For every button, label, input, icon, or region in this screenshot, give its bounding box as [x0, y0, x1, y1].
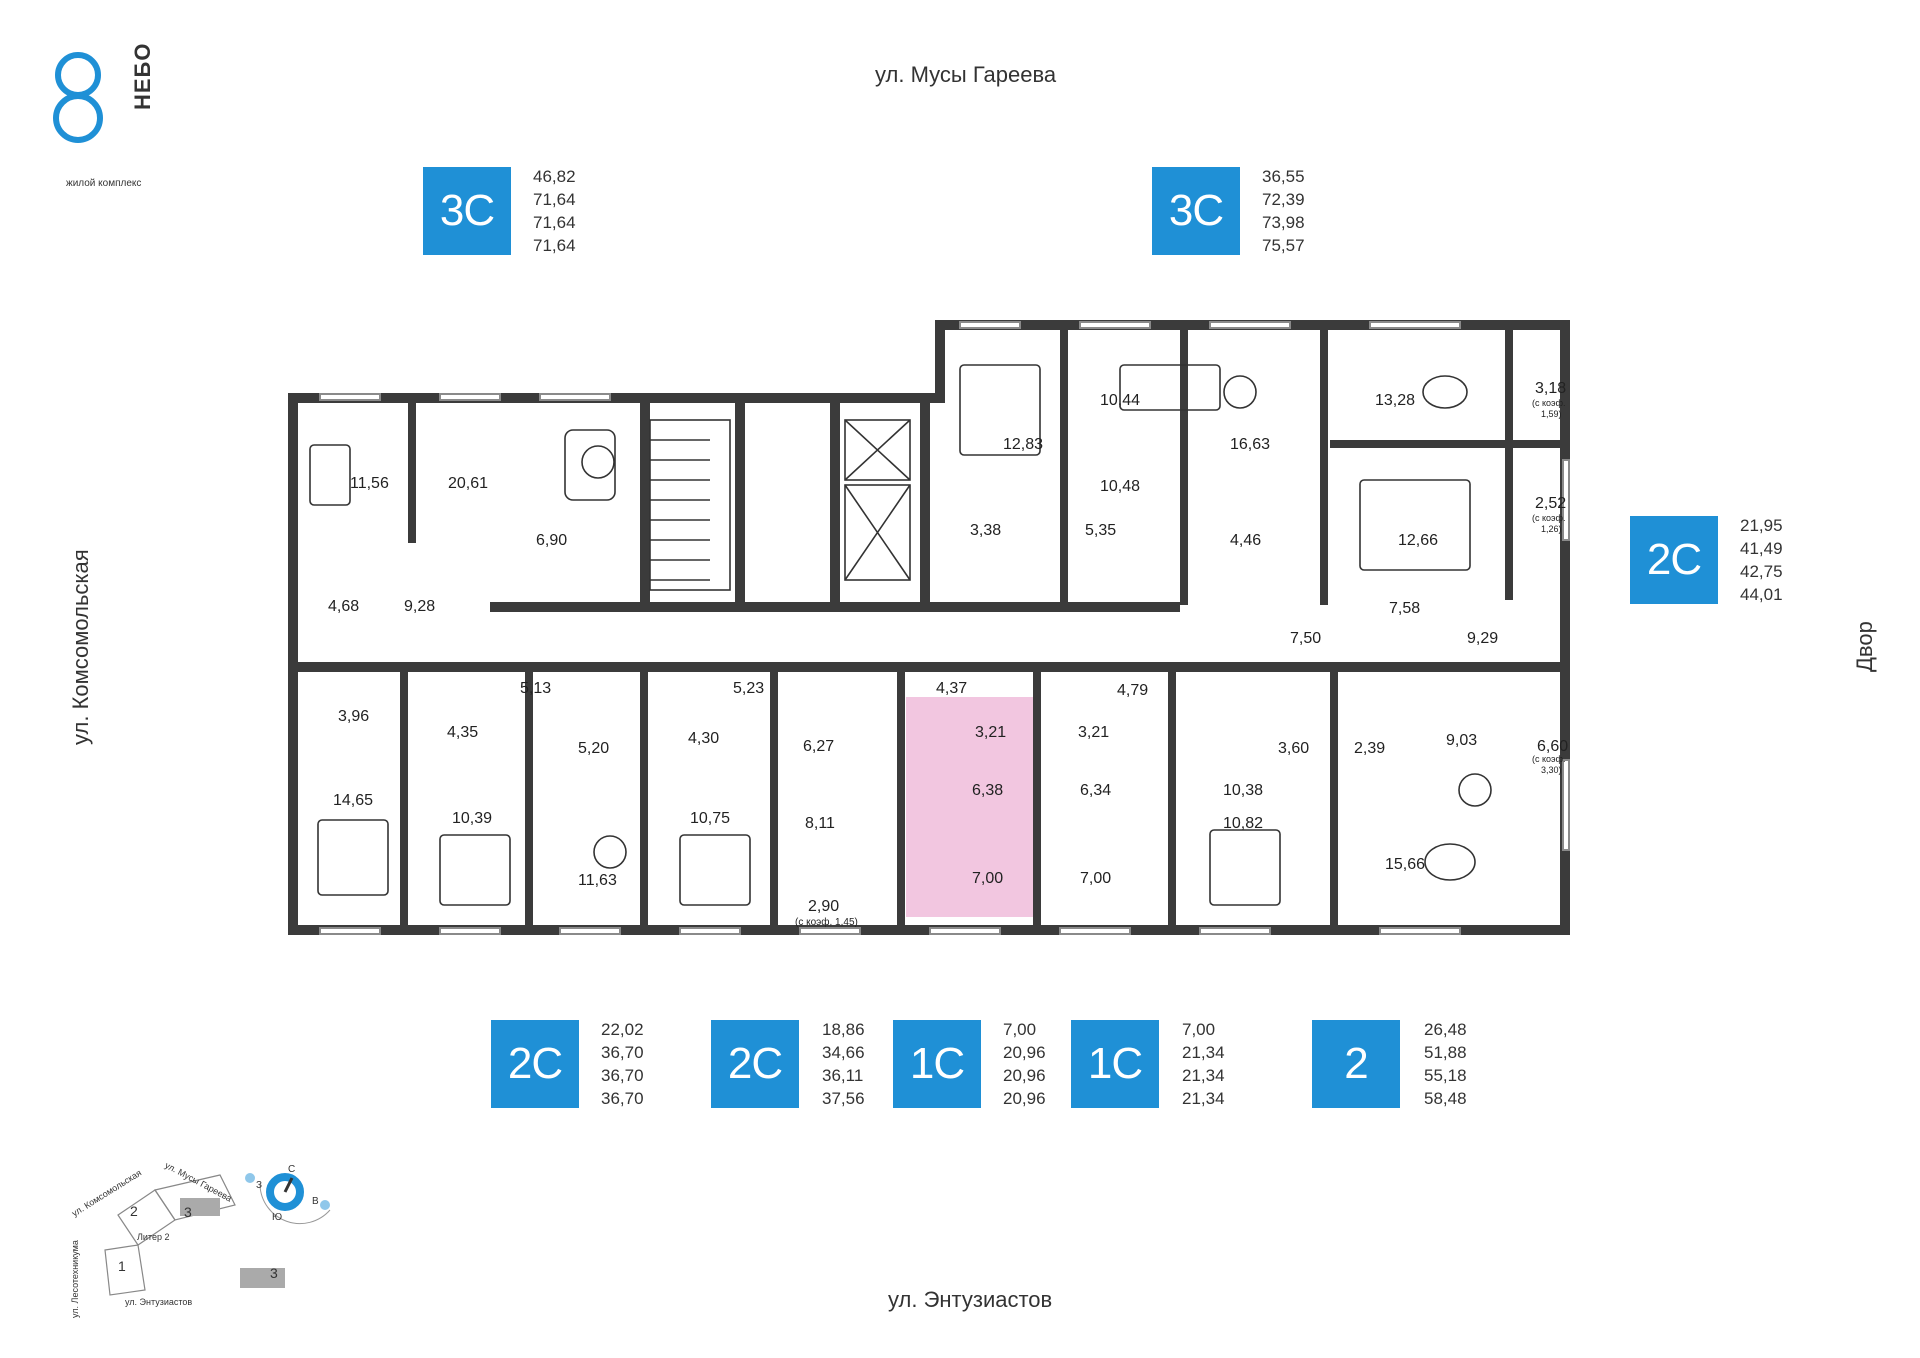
room-area: 12,66 — [1398, 532, 1439, 549]
furniture — [309, 364, 1492, 906]
room-area: 5,13 — [520, 680, 552, 697]
room-area: 10,38 — [1223, 782, 1264, 799]
room-area: 8,11 — [805, 815, 835, 832]
room-area: 2,39 — [1354, 740, 1386, 757]
room-area: 2,52 — [1535, 495, 1567, 512]
room-area: 2,90 — [808, 898, 840, 915]
windows — [319, 321, 1570, 935]
room-area: 3,21 — [975, 724, 1007, 741]
room-area: 14,65 — [333, 792, 374, 809]
room-area: 10,75 — [690, 810, 731, 827]
compass-west: З — [256, 1180, 263, 1191]
compass-north: С — [288, 1164, 296, 1175]
room-area: 3,60 — [1278, 740, 1310, 757]
room-area: 4,46 — [1230, 532, 1262, 549]
apartment-type-badge[interactable]: 3С — [423, 167, 511, 255]
room-note: (с коэф. — [1532, 513, 1566, 523]
selected-apartment-highlight[interactable] — [906, 697, 1036, 917]
apartment-type-badge[interactable]: 1С — [1071, 1020, 1159, 1108]
room-area: 9,03 — [1446, 732, 1478, 749]
room-area: 10,44 — [1100, 392, 1141, 409]
room-area: 9,29 — [1467, 630, 1499, 647]
key-plan — [104, 1173, 331, 1296]
compass-south: Ю — [272, 1212, 283, 1223]
logo-tagline: жилой комплекс — [66, 178, 142, 189]
room-note: (с коэф. 1,45) — [795, 917, 858, 928]
room-area: 16,63 — [1230, 436, 1271, 453]
room-area: 11,56 — [350, 475, 389, 492]
room-area: 7,00 — [972, 870, 1004, 887]
room-area: 13,28 — [1375, 392, 1416, 409]
room-area: 6,38 — [972, 782, 1004, 799]
room-area: 6,27 — [803, 738, 835, 755]
room-area: 4,68 — [328, 598, 360, 615]
key-legend-number: 3 — [270, 1265, 278, 1281]
apartment-type-badge[interactable]: 1С — [893, 1020, 981, 1108]
room-area: 6,90 — [536, 532, 568, 549]
compass-east: В — [312, 1196, 319, 1207]
room-area: 10,48 — [1100, 478, 1141, 495]
outer-walls — [288, 320, 1570, 935]
apartment-type-badge[interactable]: 2С — [491, 1020, 579, 1108]
room-area: 10,82 — [1223, 815, 1264, 832]
room-area: 7,00 — [1080, 870, 1112, 887]
street-north: ул. Мусы Гареева — [875, 62, 1057, 87]
key-building-number: 2 — [130, 1203, 138, 1219]
room-area: 7,58 — [1389, 600, 1421, 617]
room-area: 5,35 — [1085, 522, 1117, 539]
key-building-number: 3 — [184, 1204, 192, 1220]
room-area: 9,28 — [404, 598, 436, 615]
apartment-type-badge[interactable]: 2С — [1630, 516, 1718, 604]
elevator-shafts — [844, 419, 911, 581]
room-area: 3,18 — [1535, 380, 1567, 397]
key-street-label: ул. Энтузиастов — [125, 1297, 193, 1307]
street-south: ул. Энтузиастов — [888, 1287, 1053, 1312]
room-area: 4,35 — [447, 724, 479, 741]
key-building-number: 1 — [118, 1258, 126, 1274]
room-note: 1,26) — [1541, 524, 1562, 534]
room-area: 6,60 — [1537, 738, 1569, 755]
room-area: 5,20 — [578, 740, 610, 757]
logo-icon — [53, 52, 103, 143]
room-area: 20,61 — [448, 475, 489, 492]
room-area: 3,38 — [970, 522, 1002, 539]
room-area: 5,23 — [733, 680, 765, 697]
room-area: 3,21 — [1078, 724, 1110, 741]
room-area: 11,63 — [578, 872, 617, 889]
room-note: (с коэф. — [1532, 754, 1566, 764]
room-note: 3,30) — [1541, 765, 1562, 775]
room-area: 4,30 — [688, 730, 720, 747]
room-area: 4,37 — [936, 680, 968, 697]
key-street-label: ул. Лесотехникума — [70, 1240, 80, 1318]
room-area: 12,83 — [1003, 436, 1044, 453]
room-note: (с коэф. — [1532, 398, 1566, 408]
room-note: 1,59) — [1541, 409, 1562, 419]
key-building-label: Литер 2 — [137, 1232, 170, 1242]
room-area: 3,96 — [338, 708, 370, 725]
staircase — [649, 419, 731, 591]
room-area: 10,39 — [452, 810, 493, 827]
apartment-type-badge[interactable]: 2 — [1312, 1020, 1400, 1108]
room-area: 6,34 — [1080, 782, 1112, 799]
apartment-type-badge[interactable]: 3С — [1152, 167, 1240, 255]
apartment-type-badge[interactable]: 2С — [711, 1020, 799, 1108]
room-area: 4,79 — [1117, 682, 1149, 699]
room-area: 15,66 — [1385, 856, 1426, 873]
room-area: 7,50 — [1290, 630, 1322, 647]
